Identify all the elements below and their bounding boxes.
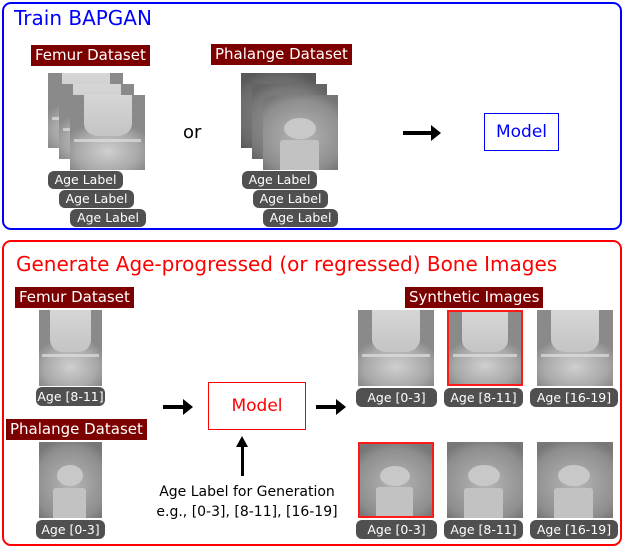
phalange-age-label-3: Age Label: [263, 209, 338, 227]
synthetic-phalange-0-3: [358, 442, 434, 518]
synthetic-phalange-age-2: Age [8-11]: [444, 520, 523, 539]
phalange-age-label-1: Age Label: [242, 171, 317, 189]
train-arrow-icon: [403, 125, 441, 141]
femur-image-stack-3: [70, 95, 145, 170]
phalange-age-label-2: Age Label: [253, 190, 328, 208]
synthetic-phalange-age-3: Age [16-19]: [530, 520, 618, 539]
train-phalange-label: Phalange Dataset: [211, 44, 352, 65]
gen-age-label-line1: Age Label for Generation: [159, 484, 335, 500]
gen-femur-input-image: [39, 310, 102, 386]
synthetic-femur-age-2: Age [8-11]: [444, 388, 523, 407]
gen-model-box: Model: [208, 382, 306, 430]
input-arrow-icon: [163, 399, 193, 415]
gen-age-label-line2: e.g., [0-3], [8-11], [16-19]: [156, 504, 338, 520]
synthetic-femur-8-11: [447, 310, 523, 386]
train-femur-label: Femur Dataset: [31, 45, 150, 66]
output-arrow-icon: [316, 399, 346, 415]
synthetic-femur-16-19: [537, 310, 613, 386]
synthetic-femur-age-3: Age [16-19]: [530, 388, 618, 407]
synthetic-femur-0-3: [358, 310, 434, 386]
synthetic-phalange-16-19: [537, 442, 613, 518]
phalange-image-stack-3: [263, 95, 338, 170]
femur-age-label-3: Age Label: [70, 209, 146, 227]
gen-phalange-input-image: [39, 442, 102, 518]
synthetic-phalange-8-11: [447, 442, 523, 518]
synthetic-femur-age-1: Age [0-3]: [356, 388, 437, 407]
synthetic-images-label: Synthetic Images: [405, 287, 544, 308]
generate-title: Generate Age-progressed (or regressed) B…: [16, 252, 558, 276]
gen-age-label-text: Age Label for Generation e.g., [0-3], [8…: [142, 482, 352, 522]
up-arrow-icon: [241, 446, 244, 476]
or-text: or: [183, 122, 202, 143]
synthetic-phalange-age-1: Age [0-3]: [356, 520, 437, 539]
gen-phalange-label: Phalange Dataset: [6, 419, 147, 440]
femur-age-label-1: Age Label: [48, 171, 123, 189]
train-panel: [2, 2, 622, 230]
generate-panel: [2, 240, 622, 546]
gen-femur-label: Femur Dataset: [15, 287, 134, 308]
gen-phalange-age: Age [0-3]: [36, 520, 105, 539]
gen-femur-age: Age [8-11]: [36, 387, 105, 406]
up-arrow-head: [236, 436, 248, 447]
femur-age-label-2: Age Label: [59, 190, 134, 208]
train-model-box: Model: [484, 113, 559, 151]
train-title: Train BAPGAN: [14, 6, 152, 30]
